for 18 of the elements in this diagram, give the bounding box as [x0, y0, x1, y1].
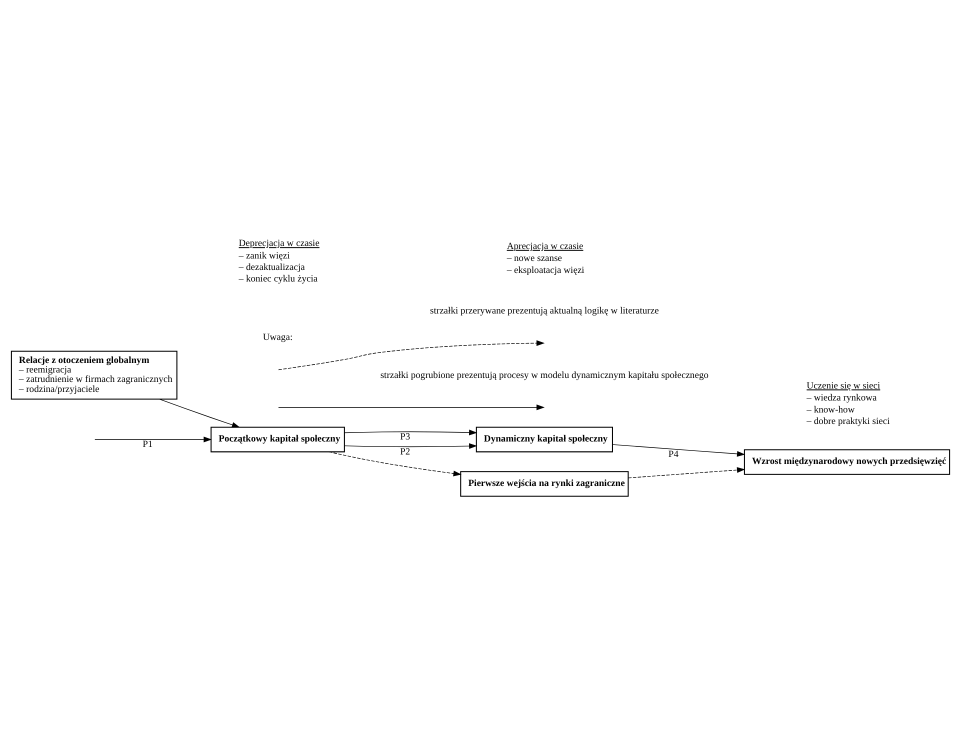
label: Uczenie się w sieci	[806, 380, 880, 392]
label: – nowe szanse	[506, 253, 562, 264]
label: – dobre praktyki sieci	[806, 416, 890, 427]
legend-label: strzałki pogrubione prezentują procesy w modelu dynamicznym kapitału społecznego	[380, 370, 709, 381]
label: Uwaga:	[262, 332, 293, 344]
label: – zanik więzi	[238, 250, 290, 262]
edge-label: P4	[668, 449, 678, 460]
legend-label: strzałki przerywane prezentują aktualną logikę w literaturze	[430, 305, 659, 316]
edge-label: P2	[400, 446, 410, 458]
label: – wiedza rynkowa	[806, 392, 877, 404]
label: – know-how	[806, 404, 855, 416]
label: – dezaktualizacja	[238, 262, 305, 274]
edge-label: P3	[400, 431, 410, 442]
label: Deprecjacja w czasie	[238, 238, 320, 250]
label: – eksploatacja więzi	[506, 264, 584, 276]
label: Aprecjacja w czasie	[506, 240, 584, 252]
edge-label: P1	[142, 439, 153, 450]
label: – koniec cyklu życia	[238, 274, 318, 285]
